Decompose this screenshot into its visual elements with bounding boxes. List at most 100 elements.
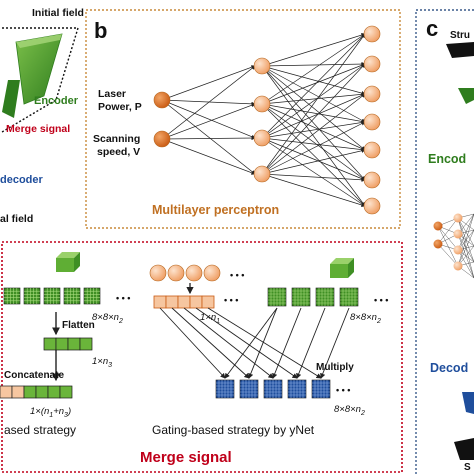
mlp-edge <box>161 99 256 106</box>
right-grid-ellipsis: • • • <box>374 295 388 305</box>
panel-b-letter: b <box>94 18 107 43</box>
mlp-edge <box>261 103 366 181</box>
mlp-edge <box>161 135 256 141</box>
s-label: S <box>464 462 471 473</box>
signal-neuron <box>149 264 167 282</box>
dim-out: 8×8×n2 <box>334 404 365 417</box>
panel-c-letter: c <box>426 16 438 41</box>
flatten-cell <box>43 337 57 351</box>
flatten-cell <box>67 337 81 351</box>
mlp-edge <box>261 103 366 151</box>
mlp-edge <box>261 65 366 96</box>
mlp-edge <box>261 65 366 151</box>
merge-panel-title: Merge signal <box>140 449 232 466</box>
mlp-edge <box>261 65 366 123</box>
gating-line-feature <box>224 307 278 379</box>
input-laser-power-line1: Laser <box>98 88 126 100</box>
right-feature-grid <box>291 287 311 307</box>
left-grid-ellipsis: • • • <box>116 293 130 303</box>
mlp-edge <box>261 103 366 124</box>
mlp-edge <box>261 137 366 152</box>
final-field-label: al field <box>0 213 33 225</box>
gating-cell <box>177 295 191 309</box>
signal-neuron <box>167 264 185 282</box>
panel-c-top-shape <box>446 42 474 58</box>
dim-n1: 1×n1 <box>200 312 220 325</box>
gating-line-signal <box>207 307 322 379</box>
right-feature-grid <box>267 287 287 307</box>
mlp-edge <box>161 99 256 139</box>
panel-c-bottom-shape <box>454 438 474 460</box>
dim-concat: 1×(n1+n3) <box>30 406 71 419</box>
merge-panel-frame <box>1 241 403 473</box>
gating-line-signal <box>171 307 250 379</box>
mini-node <box>453 245 463 255</box>
mlp-edge <box>261 33 366 139</box>
mlp-hidden-node <box>253 129 271 147</box>
multiply-label: Multiply <box>316 362 354 373</box>
gating-vector <box>153 295 215 309</box>
mlp-edge <box>261 93 366 175</box>
mlp-edge <box>261 120 366 139</box>
gating-line-feature <box>320 307 350 379</box>
green-cube-right <box>330 258 354 278</box>
output-feature-grid <box>263 379 283 399</box>
mini-edge <box>457 229 474 267</box>
stru-label: Stru <box>450 30 470 41</box>
concat-strategy: • • • 8×8×n2 Flatten 1×n3 Concatenate 1×… <box>0 252 130 437</box>
mlp-edge <box>261 173 366 207</box>
mlp-input-node <box>153 91 171 109</box>
concat-cell-feature <box>59 385 73 399</box>
dim-right-grid: 8×8×n2 <box>350 312 381 325</box>
mlp-output-node <box>363 85 381 103</box>
mlp-edge <box>261 65 366 181</box>
mini-node <box>433 239 443 249</box>
output-feature-grids <box>215 379 331 399</box>
mlp-hidden-node <box>253 165 271 183</box>
right-feature-grids <box>267 287 359 307</box>
gating-line-feature <box>272 307 302 379</box>
mini-edge <box>437 225 459 251</box>
left-feature-grids <box>3 287 101 305</box>
mlp-edge <box>261 33 366 67</box>
encoder-frame <box>1 27 79 133</box>
mlp-edge <box>261 137 366 207</box>
mini-edge <box>437 217 459 245</box>
mlp-connections <box>161 33 366 207</box>
output-feature-grid <box>311 379 331 399</box>
panel-c-mini-network <box>433 213 474 279</box>
gating-cell <box>189 295 203 309</box>
gating-line-signal <box>183 307 274 379</box>
mlp-output-node <box>363 55 381 73</box>
mini-node <box>453 261 463 271</box>
input-scanning-speed-line2: speed, V <box>97 146 140 158</box>
mini-node <box>453 213 463 223</box>
mlp-edge <box>261 93 366 139</box>
mlp-hidden-node <box>253 95 271 113</box>
left-strategy-caption: ased strategy <box>4 423 76 437</box>
mini-edge <box>437 243 459 267</box>
mlp-edge <box>161 65 256 140</box>
mlp-edge <box>261 63 366 105</box>
dim-n3: 1×n3 <box>92 356 112 369</box>
mini-edge <box>437 225 459 267</box>
mlp-caption: Multilayer perceptron <box>152 203 279 217</box>
right-feature-grid <box>315 287 335 307</box>
decod-label: Decod <box>430 361 468 375</box>
mlp-hidden-node <box>253 57 271 75</box>
mlp-edge <box>261 65 366 207</box>
output-feature-grid <box>287 379 307 399</box>
merge-signal-label-a: Merge signal <box>6 123 70 135</box>
green-cube-left <box>56 252 80 272</box>
left-feature-grid <box>63 287 81 305</box>
right-strategy-caption: Gating-based strategy by yNet <box>152 423 315 437</box>
mlp-edge <box>161 99 256 175</box>
left-feature-grid <box>3 287 21 305</box>
mlp-edge <box>261 63 366 175</box>
encod-label: Encod <box>428 152 466 166</box>
mini-node <box>433 221 443 231</box>
mlp-nodes <box>153 25 381 215</box>
flatten-cell <box>55 337 69 351</box>
mlp-edge <box>261 63 366 139</box>
